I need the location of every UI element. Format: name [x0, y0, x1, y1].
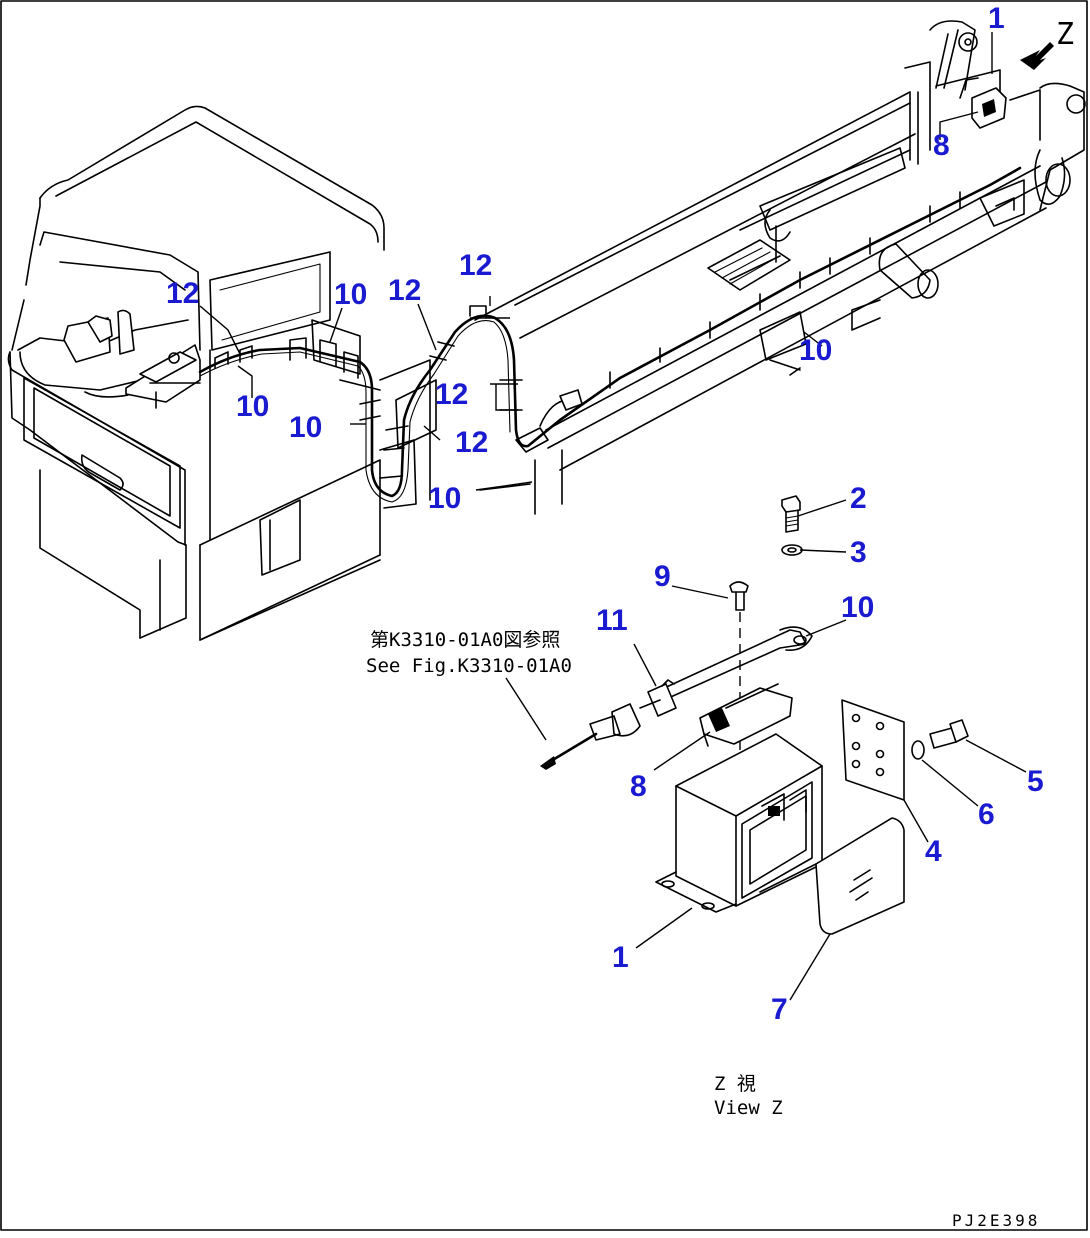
view-marker-z: Z [1056, 17, 1074, 52]
cab-drawing [7, 105, 431, 641]
callout-6: 6 [978, 798, 995, 831]
view-label-en: View Z [714, 1097, 783, 1119]
callout-8-bottom: 8 [630, 770, 647, 803]
view-z-detail [540, 495, 969, 935]
callout-3: 3 [850, 536, 867, 569]
chassis-frame [474, 20, 1086, 515]
callout-4: 4 [925, 835, 942, 868]
view-label-jp: Z 視 [714, 1073, 756, 1095]
callout-10-f: 10 [841, 591, 874, 624]
callout-10-c: 10 [289, 411, 322, 444]
callout-2: 2 [850, 482, 867, 515]
callout-5: 5 [1027, 765, 1044, 798]
wire-harness [198, 166, 1022, 509]
callout-1-bottom: 1 [612, 941, 629, 974]
callout-10-d: 10 [428, 482, 461, 515]
callout-12-e: 12 [455, 426, 488, 459]
callout-10-e: 10 [799, 334, 832, 367]
callout-11: 11 [596, 604, 628, 637]
callout-12-c: 12 [459, 249, 492, 282]
callout-7: 7 [771, 993, 788, 1026]
callout-1-top: 1 [988, 2, 1005, 35]
callout-12-d: 12 [435, 378, 468, 411]
callout-10-a: 10 [236, 390, 269, 423]
reference-note-jp: 第K3310-01A0図参照 [370, 629, 560, 651]
callout-10-b: 10 [334, 278, 367, 311]
drawing-code: PJ2E398 [952, 1211, 1040, 1230]
leader-lines [199, 32, 1027, 1001]
callout-numbers: 1 8 12 10 10 12 12 10 12 12 10 10 2 3 9 … [166, 2, 1044, 1026]
callout-12-a: 12 [166, 277, 199, 310]
callout-8-top: 8 [933, 129, 950, 162]
reference-note-en: See Fig.K3310-01A0 [366, 655, 572, 677]
callout-12-b: 12 [388, 274, 421, 307]
callout-9: 9 [654, 560, 671, 593]
text-notes: Z 第K3310-01A0図参照 See Fig.K3310-01A0 Z 視 … [366, 17, 1074, 1230]
